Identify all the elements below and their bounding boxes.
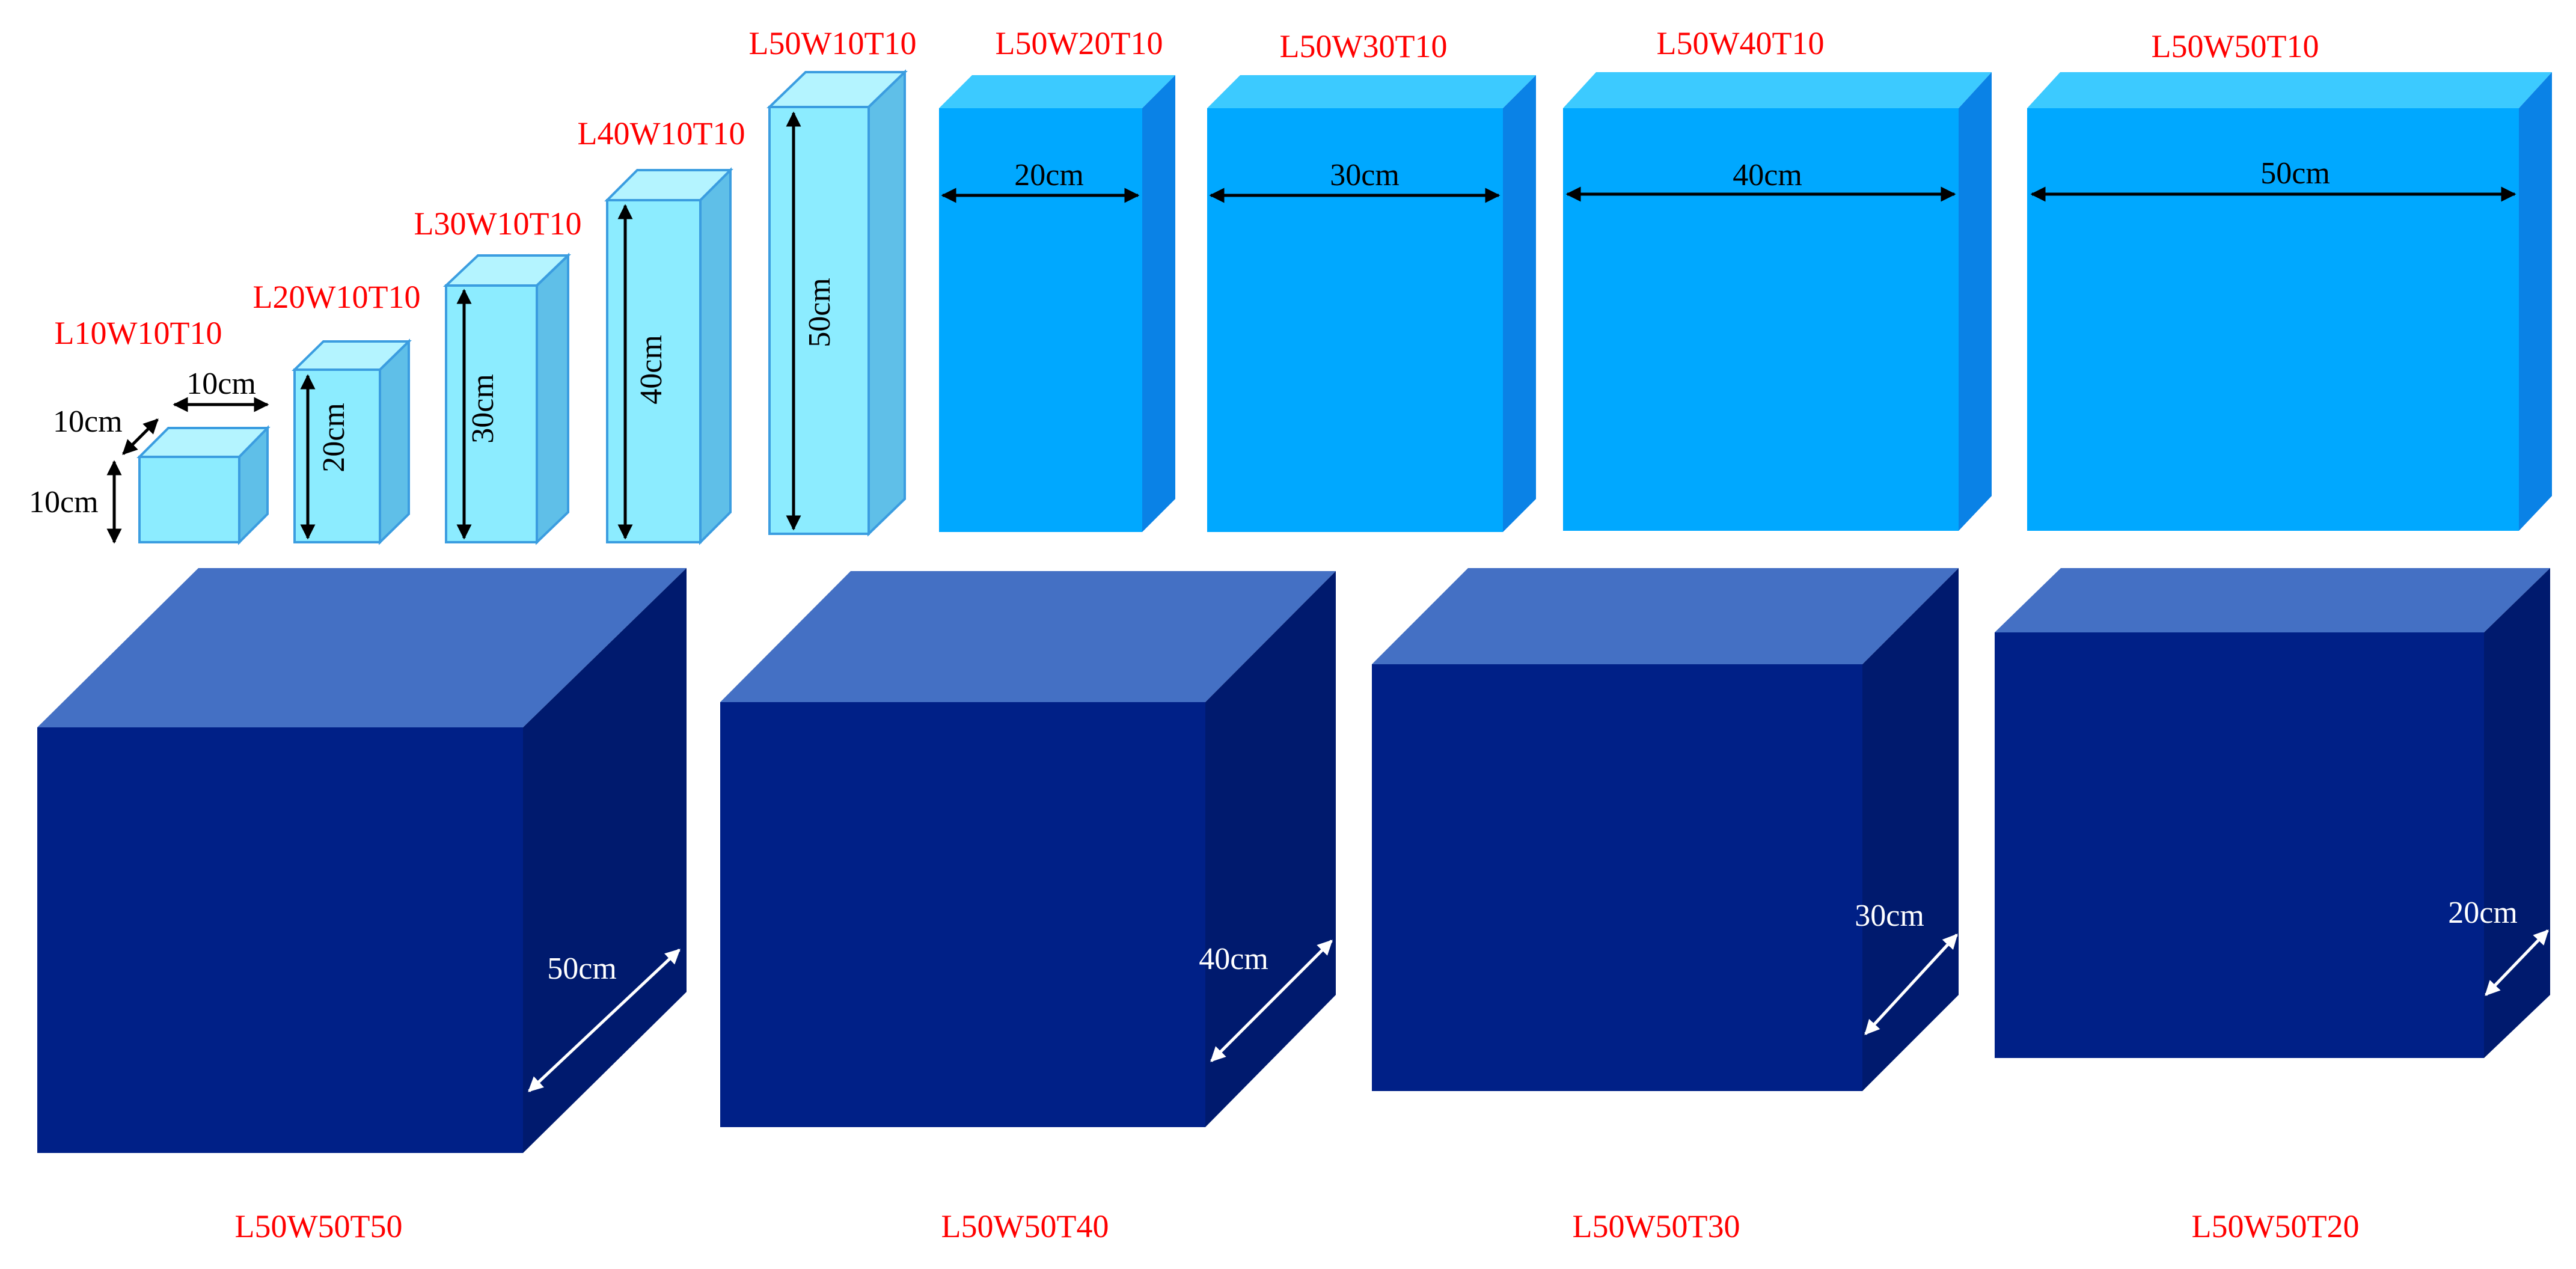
box-side-face (699, 167, 732, 545)
box-front-face (939, 108, 1142, 532)
box-l50w50t20: 20cm L50W50T20 (1995, 568, 2550, 1244)
dimension-label-length: 10cm (186, 367, 256, 401)
box-l50w50t10: 50cm L50W50T10 (2027, 28, 2552, 531)
box-label: L40W10T10 (578, 115, 745, 151)
box-front-face (1372, 664, 1862, 1091)
box-top-face (720, 571, 1336, 702)
dimension-arrow-thickness (1210, 940, 1333, 1062)
dimension-arrow-thickness (528, 949, 681, 1092)
dimension-arrow-width (122, 418, 159, 455)
box-label: L20W10T10 (253, 279, 421, 315)
box-label: L50W20T10 (996, 25, 1163, 61)
box-side-face (867, 69, 906, 537)
box-front-face (37, 727, 523, 1153)
box-front-face (138, 456, 240, 543)
box-label: L30W10T10 (414, 206, 582, 242)
box-l10w10t10: 10cm 10cm 10cm L10W10T10 (29, 315, 271, 545)
box-side-face (379, 338, 410, 545)
dimension-label-thickness: 10cm (29, 485, 99, 519)
box-label: L50W50T10 (2152, 28, 2319, 64)
box-top-face (37, 568, 687, 727)
box-l50w40t10: 40cm L50W40T10 (1563, 25, 1992, 531)
dimension-arrow-thickness (2485, 929, 2549, 996)
dimension-label-width: 50cm (2260, 156, 2330, 191)
dimension-label-width: 20cm (1014, 158, 1084, 192)
dimension-label-length: 40cm (634, 335, 668, 405)
box-label: L50W30T10 (1280, 28, 1448, 64)
dimension-arrow-thickness (1864, 934, 1958, 1035)
box-label: L50W40T10 (1657, 25, 1825, 61)
box-side-face (536, 252, 569, 545)
box-label: L10W10T10 (55, 315, 222, 351)
dimension-label-width: 30cm (1330, 158, 1400, 192)
box-front-face (1207, 108, 1503, 532)
box-l50w50t40: 40cm L50W50T40 (720, 571, 1336, 1244)
box-side-face (2519, 72, 2552, 531)
box-l50w50t50: 50cm L50W50T50 (37, 568, 687, 1244)
box-l50w50t30: 30cm L50W50T30 (1372, 568, 1959, 1244)
dimension-label-thickness: 30cm (1855, 899, 1924, 933)
box-front-face (1995, 632, 2484, 1058)
box-top-face (2027, 72, 2552, 108)
dimension-label-thickness: 50cm (547, 952, 617, 986)
box-top-face (1563, 72, 1992, 108)
box-front-face (720, 702, 1205, 1127)
box-side-face (1142, 75, 1175, 532)
box-front-face (1563, 108, 1959, 531)
box-top-face (1207, 75, 1536, 108)
dimension-label-thickness: 40cm (1199, 942, 1268, 976)
box-top-face (939, 75, 1175, 108)
box-side-face (1503, 75, 1536, 532)
dimension-label-thickness: 20cm (2448, 896, 2518, 930)
box-l20w10t10: 20cm L20W10T10 (253, 279, 421, 545)
dimension-label-length: 20cm (317, 403, 351, 472)
box-top-face (1995, 568, 2550, 632)
box-label: L50W50T50 (235, 1208, 403, 1244)
box-side-face (1959, 72, 1992, 531)
box-l50w10t10: 50cm L50W10T10 (749, 25, 917, 537)
box-front-face (2027, 108, 2519, 531)
box-top-face (1372, 568, 1959, 664)
box-l50w30t10: 30cm L50W30T10 (1207, 28, 1536, 532)
dimension-label-length: 50cm (803, 278, 837, 347)
box-label: L50W50T40 (941, 1208, 1109, 1244)
dimension-label-width: 40cm (1733, 158, 1802, 192)
box-l40w10t10: 40cm L40W10T10 (578, 115, 745, 545)
dimension-label-length: 30cm (466, 374, 500, 444)
box-label: L50W10T10 (749, 25, 917, 61)
box-l30w10t10: 30cm L30W10T10 (414, 206, 582, 545)
box-label: L50W50T30 (1573, 1208, 1740, 1244)
dimension-label-width: 10cm (53, 405, 123, 439)
box-l50w20t10: 20cm L50W20T10 (939, 25, 1175, 532)
box-label: L50W50T20 (2192, 1208, 2360, 1244)
